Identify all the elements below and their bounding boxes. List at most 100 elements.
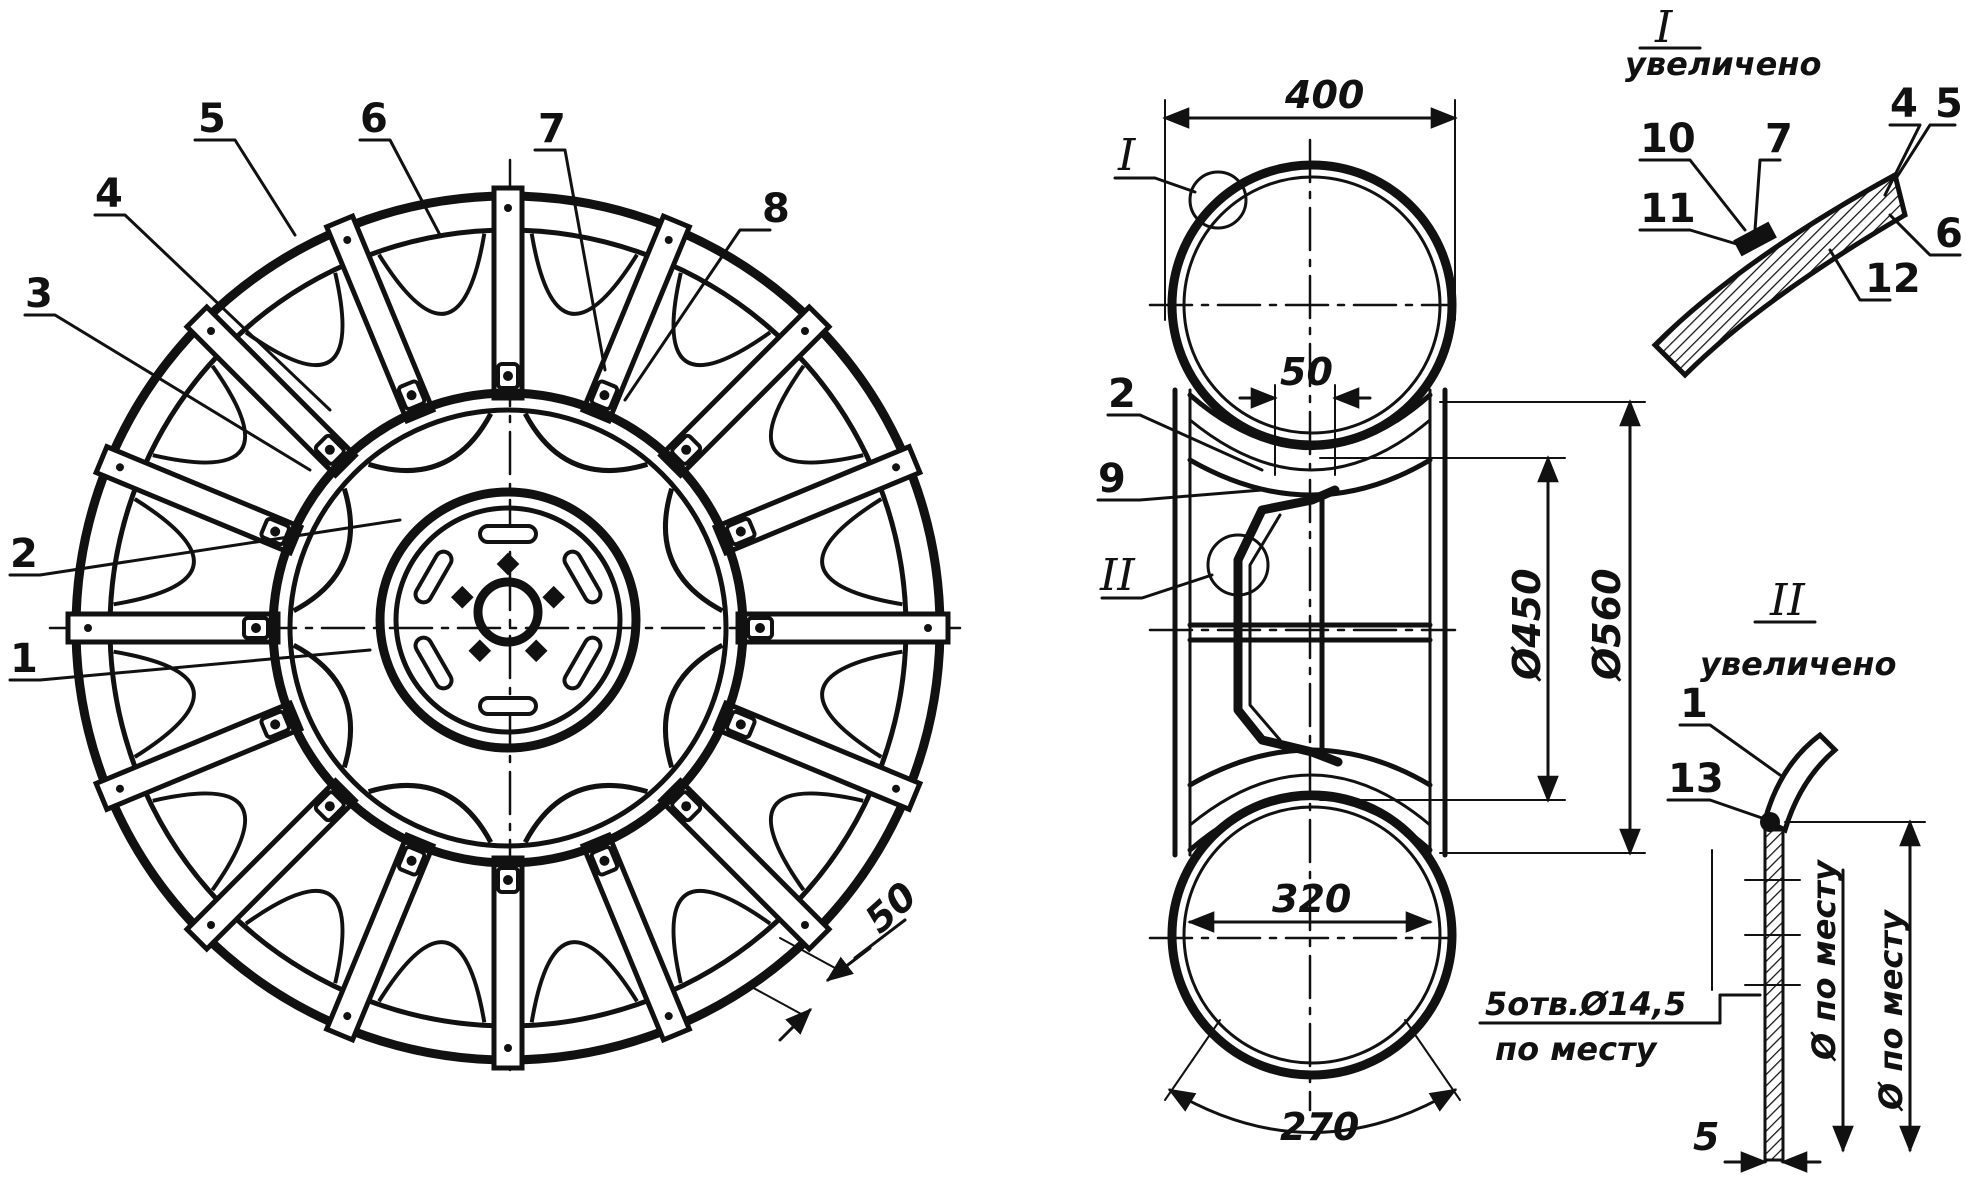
callout-6: 6 bbox=[360, 96, 388, 142]
spoke-bolt bbox=[735, 526, 746, 537]
cell-arc bbox=[377, 233, 487, 316]
spoke bbox=[491, 855, 525, 1071]
cell-arc bbox=[152, 364, 248, 465]
spoke-rivet bbox=[800, 920, 809, 929]
spoke bbox=[657, 303, 833, 479]
spoke-rivet bbox=[504, 204, 512, 212]
spoke bbox=[323, 831, 437, 1044]
detail-II-callout-13: 13 bbox=[1668, 756, 1724, 802]
ring-petal bbox=[662, 487, 724, 614]
spoke-bar bbox=[491, 855, 525, 1071]
spoke bbox=[579, 831, 693, 1044]
spoke-bolt bbox=[406, 855, 417, 866]
detail-I-callout-7: 7 bbox=[1765, 116, 1793, 162]
spoke-rivet bbox=[115, 784, 124, 793]
hub-slot-shape bbox=[413, 549, 454, 605]
ring-petal bbox=[367, 782, 494, 844]
hub-profile bbox=[1233, 485, 1343, 767]
ring-petal bbox=[292, 487, 354, 614]
hub-center-hole bbox=[473, 577, 543, 647]
dim-fit-1: Ø по месту bbox=[1805, 859, 1843, 1062]
spoke-bolt bbox=[755, 623, 765, 633]
holes-note-line2: по месту bbox=[1495, 1030, 1658, 1068]
spoke-bolt bbox=[681, 801, 692, 812]
cell-arc bbox=[820, 497, 903, 607]
ring-petal bbox=[662, 642, 724, 769]
spoke-rivet bbox=[800, 327, 809, 336]
mounting-ring-inner bbox=[287, 407, 729, 849]
detail-II-subtitle: увеличено bbox=[1700, 645, 1896, 683]
spoke-rivet bbox=[207, 327, 216, 336]
detail-I-bolt bbox=[1733, 221, 1777, 257]
hub-slot-shape bbox=[562, 635, 603, 691]
mounting-ring-outer bbox=[268, 388, 748, 868]
leader-2 bbox=[8, 518, 402, 577]
cell-arc bbox=[244, 888, 345, 984]
dim-width-400: 400 bbox=[1284, 73, 1364, 117]
detail-I-callout-5: 5 bbox=[1935, 81, 1963, 127]
hub-slot bbox=[478, 524, 538, 544]
callout-2-side: 2 bbox=[1108, 371, 1136, 417]
hub-slot bbox=[562, 635, 603, 691]
cell-arc bbox=[113, 497, 196, 607]
hub-slot bbox=[413, 635, 454, 691]
top-tube-inner bbox=[1182, 175, 1442, 435]
spoke-bar bbox=[711, 699, 924, 813]
leader-7 bbox=[533, 148, 607, 372]
cell-arc bbox=[820, 649, 903, 759]
spoke-bar bbox=[92, 443, 305, 557]
spoke-bolt bbox=[324, 801, 335, 812]
spoke bbox=[579, 212, 693, 425]
spoke bbox=[711, 443, 924, 557]
detail-II-callout-1: 1 bbox=[1680, 681, 1708, 727]
spoke bbox=[735, 611, 951, 645]
spoke bbox=[183, 303, 359, 479]
spoke bbox=[65, 611, 281, 645]
spoke bbox=[323, 212, 437, 425]
leader-8 bbox=[623, 228, 772, 402]
spoke-bar bbox=[491, 185, 525, 401]
detail-I-title: I bbox=[1654, 2, 1674, 53]
spoke-bolt bbox=[270, 719, 281, 730]
spoke-bar bbox=[657, 777, 833, 953]
detail-marker-I: I bbox=[1117, 130, 1137, 181]
dim-hub-width-50: 50 bbox=[1280, 350, 1333, 394]
hub-disk bbox=[375, 487, 641, 753]
spoke-rivet bbox=[207, 920, 216, 929]
spoke-bolt bbox=[324, 444, 335, 455]
hub-stud bbox=[542, 585, 566, 609]
detail-II-marker-circle bbox=[1206, 533, 1270, 597]
detail-I-rim-section bbox=[1651, 171, 1908, 379]
spoke-bar bbox=[183, 303, 359, 479]
leader-3 bbox=[23, 313, 312, 472]
spoke-rivet bbox=[892, 784, 901, 793]
spoke-bolt bbox=[735, 719, 746, 730]
hub-disk-rim bbox=[393, 505, 623, 735]
detail-I-marker-circle bbox=[1188, 170, 1248, 230]
spoke-bar bbox=[711, 443, 924, 557]
cell-arc bbox=[768, 364, 864, 465]
callout-1: 1 bbox=[10, 636, 38, 682]
spoke-rivet bbox=[504, 1044, 512, 1052]
front-leaders bbox=[8, 138, 772, 682]
hub-slots-group bbox=[413, 524, 603, 716]
callout-7: 7 bbox=[538, 106, 566, 152]
spoke-bolt bbox=[681, 444, 692, 455]
spoke-rivet bbox=[343, 1012, 352, 1021]
spoke-rivet bbox=[84, 624, 92, 632]
dim-diameter-450: Ø450 bbox=[1505, 568, 1549, 682]
spoke-bolt bbox=[503, 875, 513, 885]
spoke-bolt bbox=[251, 623, 261, 633]
spoke-bolt bbox=[503, 371, 513, 381]
dim-diameter-560: Ø560 bbox=[1585, 568, 1629, 682]
bottom-tube-inner bbox=[1182, 805, 1442, 1065]
hub-stud bbox=[496, 552, 520, 576]
spoke-bar bbox=[323, 831, 437, 1044]
spoke-rivet bbox=[892, 463, 901, 472]
cell-arc bbox=[529, 233, 639, 316]
dim-fit-2: Ø по месту bbox=[1872, 909, 1910, 1112]
hub-stud bbox=[450, 585, 474, 609]
detail-II: II увеличено Ø по месту Ø по месту 5 1 1… bbox=[1666, 575, 1926, 1173]
detail-I-callout-6: 6 bbox=[1935, 211, 1963, 257]
spoke-bolt bbox=[270, 526, 281, 537]
